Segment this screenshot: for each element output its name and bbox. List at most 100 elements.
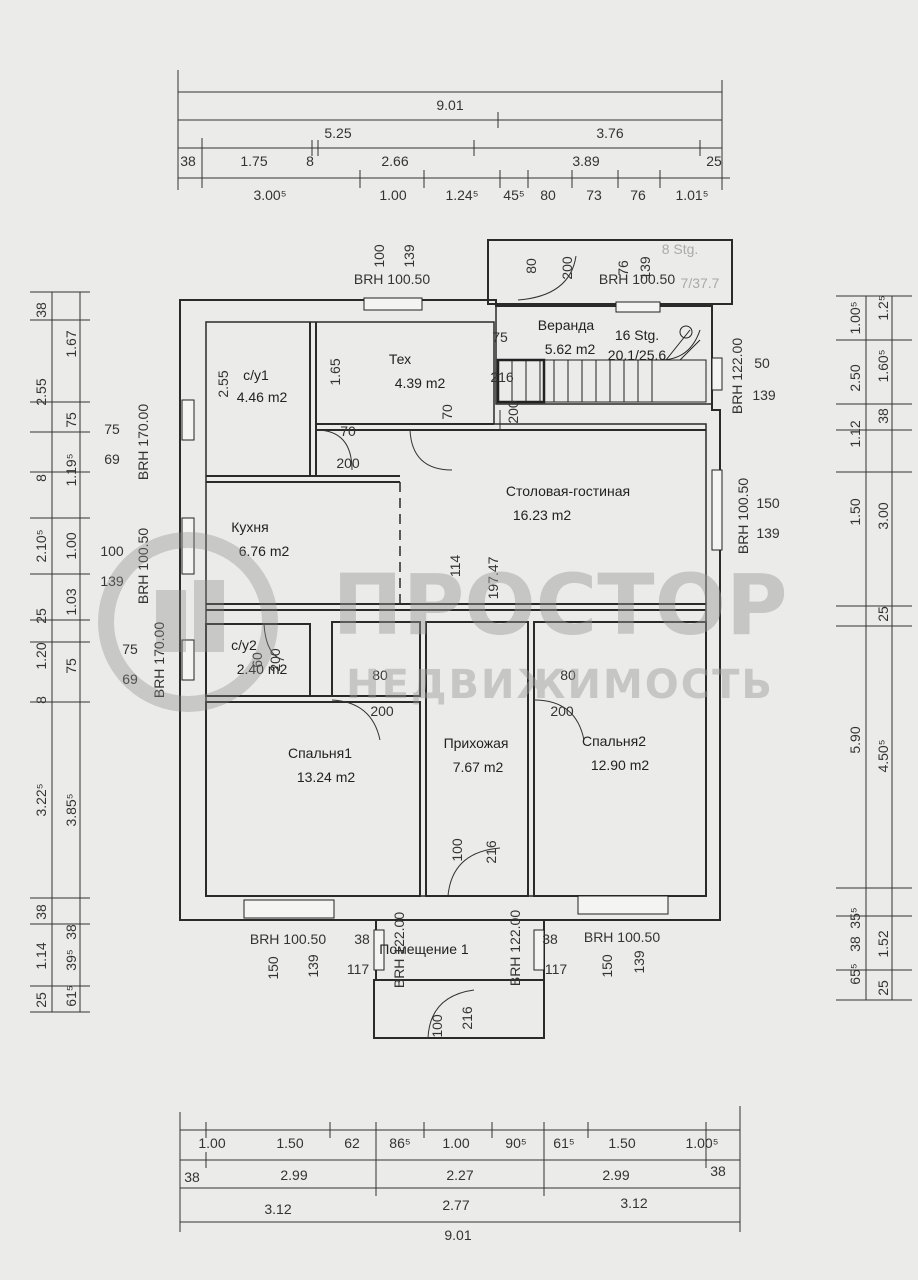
left-dim-4: 8	[33, 474, 49, 482]
watermark-line2: НЕДВИЖИМОСТЬ	[346, 662, 774, 708]
left-window-low-h: 69	[122, 671, 138, 687]
room-hall-name: Прихожая	[444, 735, 509, 751]
su1-height: 2.55	[215, 370, 231, 397]
left-dim-11: 75	[63, 658, 79, 674]
bed2-door-w: 80	[560, 667, 576, 683]
right-dim-7: 3.00	[875, 502, 891, 529]
watermark-line1: ПРОСТОР	[332, 556, 787, 654]
room-hall-area: 7.67 m2	[453, 759, 504, 775]
room-veranda-name: Веранда	[538, 317, 595, 333]
top-dim-3-2: 8	[306, 153, 314, 169]
bottom-dim-3-2: 3.12	[620, 1195, 647, 1211]
top-dim-4-0: 3.00⁵	[253, 187, 286, 203]
bottom-right-window-h: 139	[631, 950, 647, 974]
right-dim-11: 65⁵	[847, 963, 863, 984]
veranda-window-w: 76	[615, 260, 631, 276]
room-kitchen-name: Кухня	[231, 519, 268, 535]
veranda-window-brh: BRH 100.50	[599, 271, 675, 287]
entry-left-b: 117	[347, 961, 370, 977]
top-window-h: 139	[401, 244, 417, 268]
bottom-dim-1-1: 1.50	[276, 1135, 303, 1151]
su2-door-w: 60	[249, 652, 265, 668]
hall-door-h: 216	[483, 840, 499, 864]
room-su2-area: 2.40 m2	[237, 661, 288, 677]
left-dim-13: 3.22⁵	[33, 783, 49, 816]
left-window-mid-h: 139	[100, 573, 124, 589]
bottom-dim-1-7: 1.50	[608, 1135, 635, 1151]
veranda-door-w: 80	[523, 258, 539, 274]
bed1-door-w: 80	[372, 667, 388, 683]
right-dim-12: 38	[847, 936, 863, 952]
left-dim-9: 25	[33, 608, 49, 624]
left-dim-0: 38	[33, 302, 49, 318]
left-dimension-chains	[30, 291, 90, 1013]
top-window-w: 100	[371, 244, 387, 268]
left-dim-18: 39⁵	[63, 949, 79, 970]
bottom-overall-dim: 9.01	[444, 1227, 471, 1243]
left-window-top-h: 69	[104, 451, 120, 467]
right-dim-3: 1.60⁵	[875, 349, 891, 382]
top-dim-4-6: 76	[630, 187, 646, 203]
left-dim-15: 38	[33, 904, 49, 920]
top-dim-4-4: 80	[540, 187, 556, 203]
su1-door-h: 200	[336, 455, 360, 471]
bottom-dim-2-3: 2.99	[602, 1167, 629, 1183]
right-dim-9: 5.90	[847, 726, 863, 753]
room-veranda-area: 5.62 m2	[545, 341, 596, 357]
top-dim-4-3: 45⁵	[503, 187, 524, 203]
right-window-top-h: 139	[752, 387, 776, 403]
room-bed2-name: Спальня2	[582, 733, 646, 749]
bottom-dim-2-0: 38	[184, 1169, 200, 1185]
left-dim-20: 25	[33, 992, 49, 1008]
room-bed1-name: Спальня1	[288, 745, 352, 761]
left-dim-5: 1.19⁵	[63, 453, 79, 486]
left-dim-16: 1.14	[33, 942, 49, 969]
bottom-dim-1-3: 86⁵	[389, 1135, 410, 1151]
stairs-faded-ratio: 7/37.7	[681, 275, 720, 291]
right-dim-6: 1.50	[847, 498, 863, 525]
room-bed1-area: 13.24 m2	[297, 769, 356, 785]
living-opening-w: 114	[447, 555, 463, 578]
entry-right-b: 117	[545, 961, 568, 977]
left-window-top-w: 75	[104, 421, 120, 437]
top-dim-3-0: 38	[180, 153, 196, 169]
bottom-dim-1-0: 1.00	[198, 1135, 225, 1151]
right-dim-15: 25	[875, 980, 891, 996]
room-living-name: Столовая-гостиная	[506, 483, 630, 499]
room-su1-name: с/у1	[243, 367, 269, 383]
left-dim-19: 61⁵	[63, 985, 79, 1006]
left-dim-12: 8	[33, 696, 49, 704]
right-dim-5: 38	[875, 408, 891, 424]
top-dim-4-7: 1.01⁵	[675, 187, 708, 203]
bed1-door-h: 200	[370, 703, 394, 719]
left-dim-14: 3.85⁵	[63, 793, 79, 826]
stair-door-w: 75	[492, 329, 508, 345]
bottom-dim-2-4: 38	[710, 1163, 726, 1179]
bottom-dim-3-0: 3.12	[264, 1201, 291, 1217]
left-dim-7: 1.00	[63, 532, 79, 559]
stairs-faded-steps: 8 Stg.	[662, 241, 699, 257]
entry-right-brh: BRH 122.00	[507, 910, 523, 986]
right-dim-0: 1.00⁵	[847, 301, 863, 334]
left-dim-3: 75	[63, 412, 79, 428]
right-window-mid-brh: BRH 100.50	[735, 478, 751, 554]
left-dim-8: 1.03	[63, 588, 79, 615]
bottom-dim-1-6: 61⁵	[553, 1135, 574, 1151]
bottom-right-window-w: 150	[599, 954, 615, 978]
tech-door-w: 70	[439, 404, 455, 420]
entry-left-a: 38	[354, 931, 370, 947]
door-swings	[263, 255, 585, 1039]
su2-door-h: 200	[267, 648, 283, 672]
right-dimension-chains	[836, 295, 912, 1001]
top-dim-2-0: 5.25	[324, 125, 351, 141]
tech-height: 1.65	[327, 358, 343, 385]
windows	[181, 297, 723, 971]
right-dim-14: 1.52	[875, 930, 891, 957]
right-window-top-w: 50	[754, 355, 770, 371]
left-window-low-w: 75	[122, 641, 138, 657]
right-dim-2: 2.50	[847, 364, 863, 391]
staircase	[496, 325, 707, 404]
top-window-brh: BRH 100.50	[354, 271, 430, 287]
room-su2-name: с/у2	[231, 637, 257, 653]
